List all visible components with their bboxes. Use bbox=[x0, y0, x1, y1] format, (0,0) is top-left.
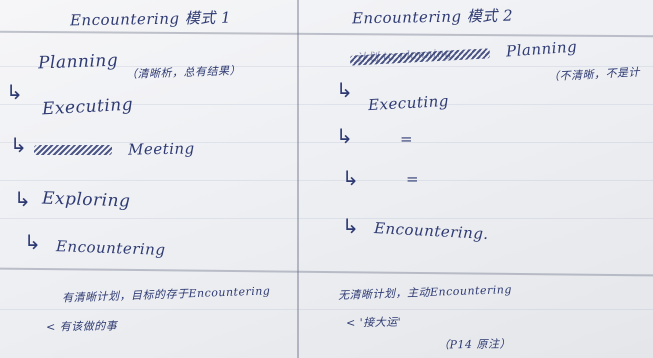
right-executing: Executing bbox=[367, 91, 450, 115]
left-encountering: Encountering bbox=[55, 237, 166, 259]
footer-divider bbox=[0, 267, 653, 277]
left-exploring: Exploring bbox=[41, 188, 131, 212]
ruled-line bbox=[0, 218, 653, 219]
column-divider bbox=[297, 0, 299, 358]
right-equals-2: = bbox=[406, 170, 420, 188]
left-planning-note: （清晰析，总有结果） bbox=[125, 63, 242, 82]
left-meeting: Meeting bbox=[127, 139, 195, 159]
right-bottom-line1: 无清晰计划，主动Encountering bbox=[337, 282, 513, 303]
left-executing: Executing bbox=[41, 94, 134, 120]
arrow-hook-icon: ↳ bbox=[336, 124, 353, 148]
arrow-hook-icon: ↳ bbox=[336, 78, 353, 102]
arrow-hook-icon: ↳ bbox=[342, 166, 359, 190]
ruled-line bbox=[0, 66, 653, 67]
right-title: Encountering 模式 2 bbox=[351, 6, 514, 28]
arrow-hook-icon: ↳ bbox=[14, 187, 31, 211]
arrow-hook-icon: ↳ bbox=[6, 80, 23, 104]
right-bottom-note: （P14 原注） bbox=[437, 337, 512, 352]
arrow-hook-icon: ↳ bbox=[24, 230, 41, 254]
arrow-hook-icon: ↳ bbox=[342, 214, 359, 238]
right-encountering: Encountering. bbox=[373, 219, 490, 243]
ruled-line bbox=[0, 142, 653, 143]
right-planning: Planning bbox=[505, 37, 578, 61]
left-planning: Planning bbox=[37, 50, 119, 74]
ruled-line bbox=[0, 180, 653, 181]
right-planning-note: （不清晰，不是计 bbox=[547, 65, 641, 84]
arrow-hook-icon: ↳ bbox=[10, 133, 27, 157]
left-bottom-line2: < 有该做的事 bbox=[45, 319, 118, 334]
scribble-strike bbox=[34, 145, 112, 155]
right-struck-text: 计划 to planning bbox=[355, 46, 453, 65]
ruled-line bbox=[0, 104, 653, 105]
left-bottom-line1: 有清晰计划，目标的存于Encountering bbox=[61, 284, 271, 305]
left-title: Encountering 模式 1 bbox=[69, 8, 232, 30]
ruled-line bbox=[0, 309, 653, 310]
right-bottom-line2: < '接大运' bbox=[345, 315, 402, 330]
right-equals-1: = bbox=[400, 130, 414, 148]
header-divider bbox=[0, 30, 653, 38]
